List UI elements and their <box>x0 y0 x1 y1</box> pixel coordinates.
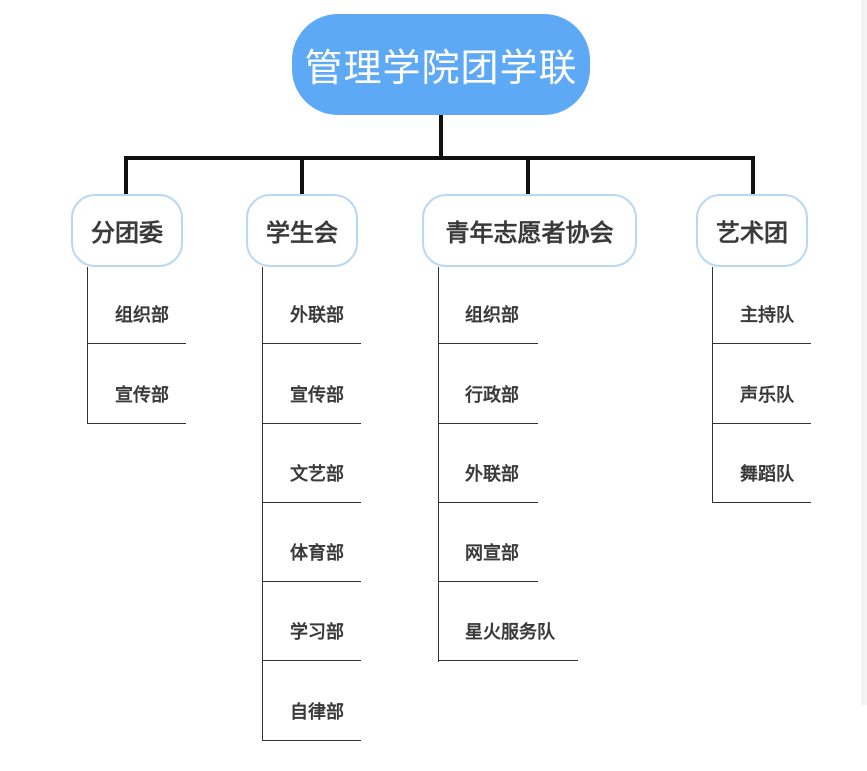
connector-drop-1 <box>300 156 304 195</box>
list-item: 行政部 <box>438 344 538 424</box>
group-bracket-2 <box>438 267 439 662</box>
item-label: 外联部 <box>465 464 519 485</box>
item-label: 自律部 <box>290 702 344 723</box>
list-item: 组织部 <box>438 264 538 344</box>
list-item: 体育部 <box>262 502 361 582</box>
connector-drop-0 <box>124 156 128 195</box>
group-node-yishutuan: 艺术团 <box>696 194 808 267</box>
root-node: 管理学院团学联 <box>292 14 590 115</box>
item-label: 组织部 <box>465 305 519 326</box>
group-bracket-0 <box>87 267 88 424</box>
list-item: 舞蹈队 <box>712 423 811 503</box>
group-bracket-3 <box>712 267 713 503</box>
item-label: 外联部 <box>290 305 344 326</box>
connector-drop-3 <box>751 156 755 195</box>
item-label: 声乐队 <box>740 385 794 406</box>
item-label: 网宣部 <box>465 543 519 564</box>
list-item: 外联部 <box>438 423 538 503</box>
list-item: 网宣部 <box>438 502 538 582</box>
connector-trunk <box>439 115 443 158</box>
item-label: 体育部 <box>290 543 344 564</box>
list-item: 主持队 <box>712 264 811 344</box>
item-label: 组织部 <box>115 305 169 326</box>
group-label: 艺术团 <box>716 219 788 247</box>
group-node-qingnian-zhiyuanzhe: 青年志愿者协会 <box>422 194 637 267</box>
list-item: 自律部 <box>262 661 361 741</box>
item-label: 主持队 <box>740 305 794 326</box>
list-item: 学习部 <box>262 581 361 661</box>
list-item: 外联部 <box>262 264 361 344</box>
group-label: 分团委 <box>91 219 163 247</box>
item-label: 行政部 <box>465 385 519 406</box>
list-item: 宣传部 <box>87 344 186 424</box>
group-bracket-1 <box>262 267 263 741</box>
item-label: 宣传部 <box>115 385 169 406</box>
group-label: 学生会 <box>266 219 338 247</box>
group-node-fentuanwei: 分团委 <box>71 194 183 267</box>
connector-drop-2 <box>526 156 530 195</box>
edge-strip <box>861 0 867 705</box>
list-item: 声乐队 <box>712 344 811 424</box>
group-label: 青年志愿者协会 <box>445 219 614 247</box>
root-label: 管理学院团学联 <box>304 46 578 90</box>
group-node-xueshenghui: 学生会 <box>246 194 358 267</box>
item-label: 文艺部 <box>290 464 344 485</box>
item-label: 学习部 <box>290 622 344 643</box>
item-label: 舞蹈队 <box>740 464 794 485</box>
list-item: 文艺部 <box>262 423 361 503</box>
list-item: 星火服务队 <box>438 581 578 661</box>
list-item: 组织部 <box>87 264 186 344</box>
item-label: 宣传部 <box>290 385 344 406</box>
item-label: 星火服务队 <box>465 622 555 643</box>
connector-horizontal <box>124 156 755 160</box>
list-item: 宣传部 <box>262 344 361 424</box>
